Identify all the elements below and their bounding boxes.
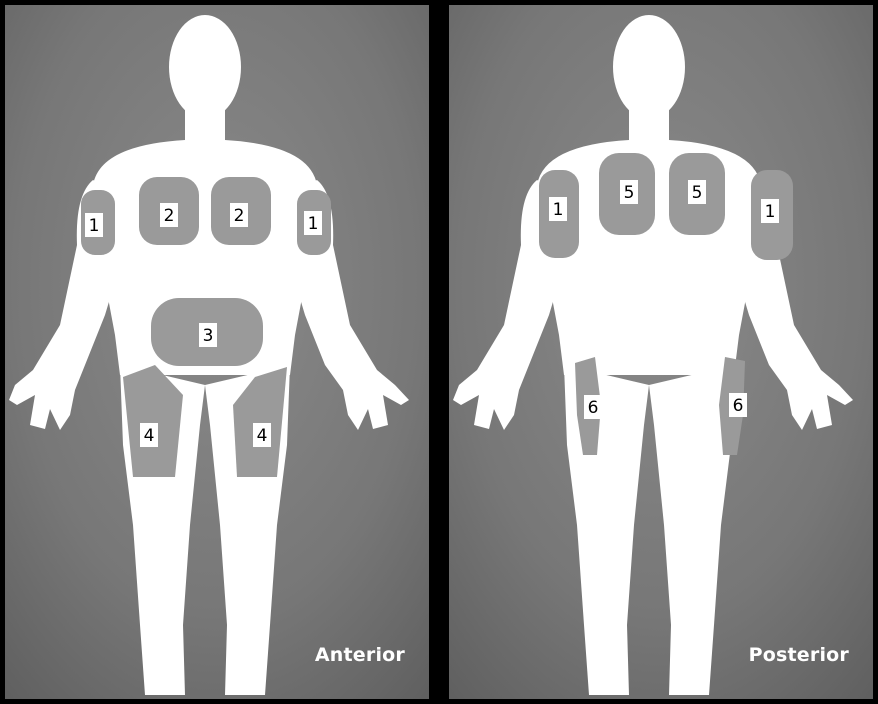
svg-text:1: 1 [553, 200, 564, 220]
svg-text:6: 6 [733, 396, 744, 416]
site-label-2-right: 2 [230, 203, 248, 227]
svg-text:1: 1 [765, 202, 776, 222]
site-label-1-right-posterior: 1 [761, 199, 779, 223]
posterior-panel: 1 5 5 1 6 6 Posterior [449, 5, 873, 699]
site-label-5-right: 5 [688, 180, 706, 204]
svg-text:3: 3 [203, 326, 214, 346]
site-label-6-left: 6 [584, 395, 602, 419]
posterior-figure: 1 5 5 1 6 6 [449, 5, 873, 699]
svg-text:1: 1 [89, 216, 100, 236]
site-label-1-left-posterior: 1 [549, 197, 567, 221]
anterior-view-label: Anterior [315, 644, 405, 666]
svg-text:5: 5 [624, 183, 635, 203]
svg-text:2: 2 [164, 206, 175, 226]
site-label-4-left: 4 [140, 423, 158, 447]
site-label-1-left: 1 [85, 213, 103, 237]
anterior-panel: 1 2 2 1 3 4 4 Anterior [5, 5, 429, 699]
svg-text:4: 4 [257, 426, 268, 446]
site-label-5-left: 5 [620, 180, 638, 204]
site-label-4-right: 4 [253, 423, 271, 447]
posterior-view-label: Posterior [749, 644, 849, 666]
site-label-2-left: 2 [160, 203, 178, 227]
site-label-1-right: 1 [304, 211, 322, 235]
site-label-3: 3 [199, 323, 217, 347]
svg-text:1: 1 [308, 214, 319, 234]
svg-text:6: 6 [588, 398, 599, 418]
svg-text:5: 5 [692, 183, 703, 203]
svg-text:2: 2 [234, 206, 245, 226]
anterior-figure: 1 2 2 1 3 4 4 [5, 5, 429, 699]
svg-text:4: 4 [144, 426, 155, 446]
site-label-6-right: 6 [729, 393, 747, 417]
